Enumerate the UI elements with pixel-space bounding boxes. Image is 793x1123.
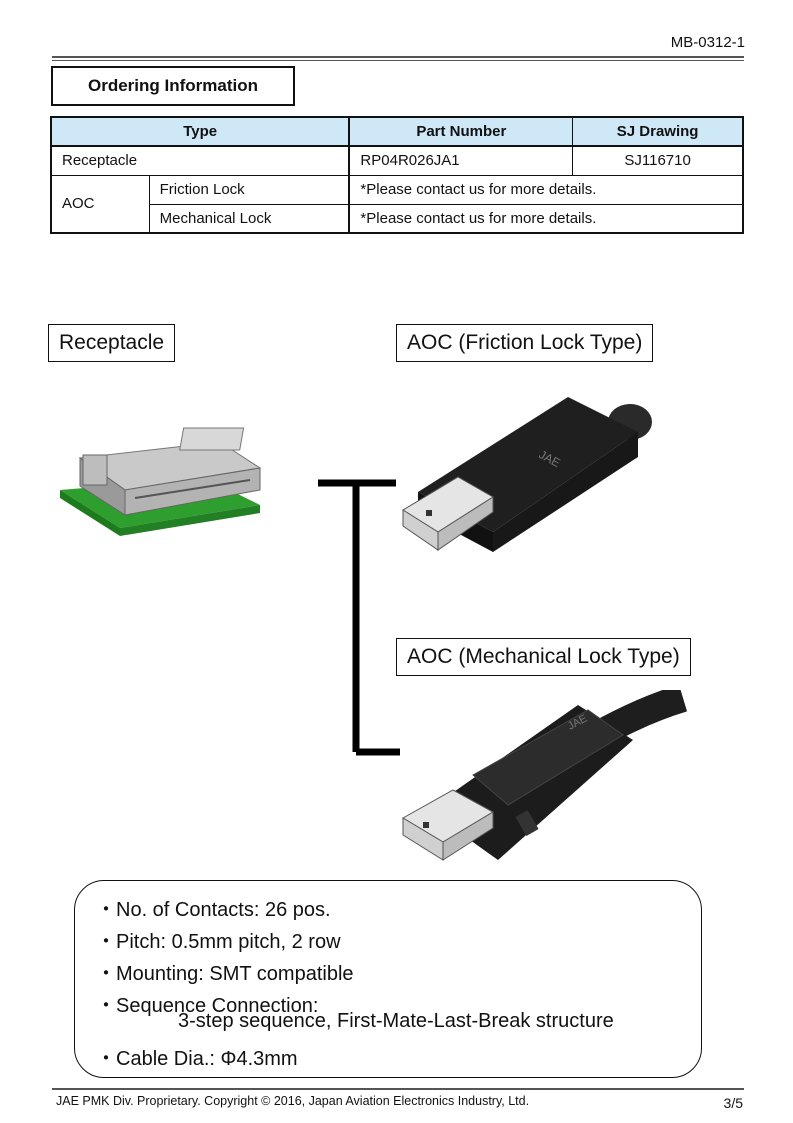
feature-sequence-detail: 3-step sequence, First-Mate-Last-Break s… <box>178 1010 614 1032</box>
header-rule-bottom <box>52 60 744 61</box>
label-aoc-mechanical: AOC (Mechanical Lock Type) <box>396 638 691 676</box>
feature-mounting: ・Mounting: SMT compatible <box>96 963 354 985</box>
cell-type-receptacle: Receptacle <box>50 145 350 176</box>
cell-subtype-friction: Friction Lock <box>148 174 350 205</box>
feature-cable-dia: ・Cable Dia.: Φ4.3mm <box>96 1048 298 1070</box>
section-title: Ordering Information <box>51 66 295 106</box>
cell-subtype-mechanical: Mechanical Lock <box>148 203 350 234</box>
cell-note-friction: *Please contact us for more details. <box>348 174 744 205</box>
footer-copyright: JAE PMK Div. Proprietary. Copyright © 20… <box>56 1094 530 1108</box>
cell-note-mechanical: *Please contact us for more details. <box>348 203 744 234</box>
header-sj-drawing: SJ Drawing <box>572 116 744 147</box>
feature-contacts: ・No. of Contacts: 26 pos. <box>96 899 331 921</box>
ordering-table: Type Part Number SJ Drawing Receptacle R… <box>50 116 744 234</box>
table-row: AOC Friction Lock *Please contact us for… <box>50 174 744 234</box>
aoc-friction-image: JAE <box>402 397 652 552</box>
header-part-number: Part Number <box>348 116 574 147</box>
cell-part-number: RP04R026JA1 <box>348 145 574 176</box>
connector-bracket <box>318 479 400 756</box>
features-box <box>74 880 702 1078</box>
cell-sj-drawing: SJ116710 <box>572 145 744 176</box>
feature-pitch: ・Pitch: 0.5mm pitch, 2 row <box>96 931 341 953</box>
feature-sequence: ・Sequence Connection: <box>96 995 319 1017</box>
table-header-row: Type Part Number SJ Drawing <box>50 116 744 147</box>
lock-latch <box>515 809 539 837</box>
cell-type-aoc: AOC <box>50 174 150 234</box>
document-id: MB-0312-1 <box>670 34 745 51</box>
footer-rule <box>52 1088 744 1090</box>
label-receptacle: Receptacle <box>48 324 176 362</box>
header-type: Type <box>50 116 350 147</box>
header-rule-top <box>52 56 744 58</box>
aoc-mechanical-image: JAE <box>402 690 688 861</box>
table-row: Mechanical Lock *Please contact us for m… <box>51 203 744 234</box>
label-aoc-friction: AOC (Friction Lock Type) <box>396 324 654 362</box>
receptacle-image <box>60 427 262 536</box>
page-number: 3/5 <box>723 1095 743 1111</box>
table-row: Receptacle RP04R026JA1 SJ116710 <box>50 145 744 176</box>
